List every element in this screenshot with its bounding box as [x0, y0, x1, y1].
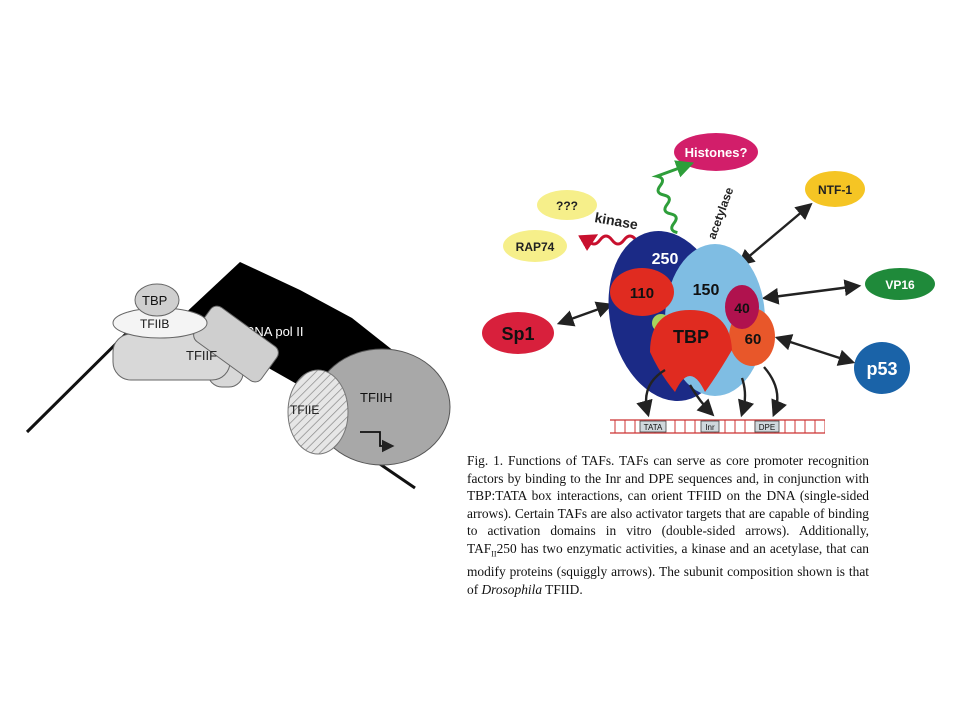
taf110-shape: [610, 268, 674, 316]
caption-text-continued: 250 has two enzymatic activities, a kina…: [467, 540, 869, 597]
vp16-ellipse: [865, 268, 935, 300]
histones-ellipse: [674, 133, 758, 171]
dpe-box: [754, 420, 780, 433]
tata-binding-arrow: [636, 368, 666, 418]
rap74-ellipse: [503, 230, 567, 262]
unknown-factor-label: ???: [556, 199, 578, 213]
tfiie-label: TFIIE: [290, 403, 319, 417]
taf250-label: 250: [652, 251, 679, 268]
tfiid-diagram: Histones? ??? RAP74 NTF-1 VP16 Sp1 p53 k…: [482, 133, 935, 434]
acetylase-squiggle-arrow: [651, 160, 695, 235]
tfiib-label: TFIIB: [140, 317, 169, 331]
tfiif-label: TFIIF: [186, 348, 217, 363]
taf40-shape: [725, 285, 759, 329]
tata-label: TATA: [644, 423, 663, 432]
transcription-start-arrow: [360, 431, 395, 453]
sp1-arrow: [556, 301, 614, 327]
dpe-binding-arrow: [763, 366, 787, 418]
caption-italic: Drosophila: [481, 581, 543, 597]
inr-binding-arrow-2: [738, 377, 755, 418]
caption-end: TFIID.: [542, 581, 583, 597]
acetylase-label: acetylase: [705, 185, 737, 241]
tbp-shape: [134, 283, 180, 317]
tbp-tfiid-label: TBP: [673, 327, 709, 347]
p53-label: p53: [866, 359, 897, 379]
tbp-label: TBP: [142, 293, 167, 308]
vp16-arrow: [761, 279, 862, 305]
kinase-label: kinase: [593, 209, 639, 232]
tfiie-shape: [287, 369, 349, 455]
ntf1-arrow: [737, 202, 813, 267]
unknown-factor-ellipse: [537, 190, 597, 220]
sp1-ellipse: [482, 312, 554, 354]
taf40-label: 40: [734, 300, 750, 316]
taf150-label: 150: [693, 282, 720, 299]
vp16-label: VP16: [885, 278, 915, 292]
dpe-label: DPE: [759, 423, 775, 432]
ntf1-ellipse: [805, 171, 865, 207]
ntf1-label: NTF-1: [818, 183, 852, 197]
caption-text: Fig. 1. Functions of TAFs. TAFs can serv…: [467, 453, 869, 556]
inr-box: [700, 420, 720, 433]
p53-ellipse: [854, 342, 910, 394]
figure-caption: Fig. 1. Functions of TAFs. TAFs can serv…: [467, 452, 869, 598]
inr-label: Inr: [705, 423, 715, 432]
sp1-label: Sp1: [501, 324, 534, 344]
preinitiation-complex-diagram: RNA pol II TFIIH TFIIE TFIIF TFIIB TBP: [25, 262, 451, 490]
taf60-label: 60: [745, 331, 762, 348]
taf110-label: 110: [630, 285, 654, 302]
caption-subscript: II: [491, 549, 497, 559]
histones-label: Histones?: [685, 145, 748, 160]
inr-binding-arrow-1: [688, 384, 715, 417]
tata-box: [639, 420, 667, 433]
p53-arrow: [774, 334, 856, 366]
tbp-shape: [650, 310, 732, 392]
rap74-label: RAP74: [516, 240, 555, 254]
tfiih-label: TFIIH: [360, 390, 393, 405]
